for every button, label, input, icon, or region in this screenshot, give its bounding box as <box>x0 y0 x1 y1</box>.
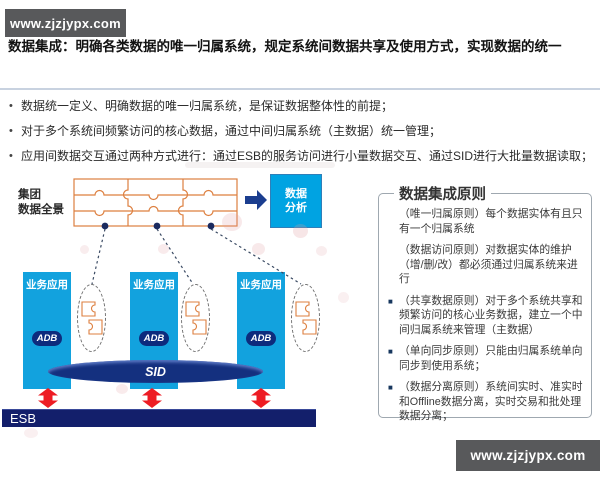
watermark-blob <box>252 243 265 255</box>
bullet-dot: ■ <box>388 383 393 392</box>
principle-item: ■ （数据分离原则）系统间实时、准实时和Offline数据分离，实时交易和批处理… <box>388 381 583 422</box>
app-box-label: 业务应用 <box>133 279 175 291</box>
page-title: 数据集成：明确各类数据的唯一归属系统，规定系统间数据共享及使用方式，实现数据的统… <box>8 39 562 54</box>
double-arrow-icon <box>38 388 58 408</box>
esb-bar: ESB <box>2 409 316 427</box>
bullet-spacer <box>388 207 399 236</box>
principle-item: （数据访问原则）对数据实体的维护（增/删/改）都必须通过归属系统来进行 <box>388 243 585 287</box>
puzzle-grid-icon <box>73 178 238 227</box>
watermark-blob <box>338 292 349 303</box>
puzzle-ellipse-1 <box>77 284 106 352</box>
principles-panel-title: 数据集成原则 <box>394 183 491 204</box>
watermark-smudge <box>185 162 335 168</box>
watermark-blob <box>24 428 38 438</box>
arrow-right-icon <box>245 190 267 210</box>
bullet-item: 应用间数据交互通过两种方式进行：通过ESB的服务访问进行小量数据交互、通过SID… <box>8 144 594 169</box>
adb-badge: ADB <box>139 331 169 346</box>
double-arrow-icon <box>142 388 162 408</box>
principle-item: （唯一归属原则）每个数据实体有且只有一个归属系统 <box>388 207 585 236</box>
puzzle-piece-icon <box>184 301 200 317</box>
adb-badge: ADB <box>32 331 62 346</box>
bullet-spacer <box>388 243 399 287</box>
watermark-blob <box>222 213 242 231</box>
double-arrow-icon <box>251 388 271 408</box>
watermark-text: www.zjzjypx.com <box>470 448 586 463</box>
watermark-blob <box>116 384 128 394</box>
puzzle-piece-icon <box>294 301 310 317</box>
sid-ellipse: SID <box>48 360 263 383</box>
puzzle-piece-icon <box>87 319 103 335</box>
watermark-blob <box>316 246 327 256</box>
bullet-dot: ■ <box>388 296 393 306</box>
puzzle-piece-icon <box>301 319 317 335</box>
puzzle-piece-icon <box>191 319 207 335</box>
puzzle-piece-icon <box>80 301 96 317</box>
app-box-label: 业务应用 <box>240 279 282 291</box>
bullet-item: 数据统一定义、明确数据的唯一归属系统，是保证数据整体性的前提； <box>8 94 594 119</box>
watermark-blob <box>158 244 169 254</box>
summary-bullet-list: 数据统一定义、明确数据的唯一归属系统，是保证数据整体性的前提； 对于多个系统间频… <box>8 94 594 169</box>
principles-panel: 数据集成原则 （唯一归属原则）每个数据实体有且只有一个归属系统 （数据访问原则）… <box>378 183 592 422</box>
group-data-panorama-label: 集团 数据全景 <box>18 189 64 216</box>
principle-item: ■ （单向同步原则）只能由归属系统单向同步到使用系统； <box>388 345 583 372</box>
watermark-blob <box>293 224 308 238</box>
bullet-item: 对于多个系统间频繁访问的核心数据，通过中间归属系统（主数据）统一管理； <box>8 119 594 144</box>
principle-item: ■ （共享数据原则）对于多个系统共享和频繁访问的核心业务数据，建立一个中间归属系… <box>388 294 583 336</box>
app-box-label: 业务应用 <box>26 279 68 291</box>
puzzle-ellipse-2 <box>181 284 210 352</box>
business-app-box-1: 业务应用 ADB <box>23 272 71 389</box>
watermark-badge-top: www.zjzjypx.com <box>5 9 126 37</box>
watermark-badge-bottom: www.zjzjypx.com <box>456 440 600 471</box>
adb-badge: ADB <box>246 331 276 346</box>
watermark-text: www.zjzjypx.com <box>10 15 121 31</box>
data-analysis-box: 数据 分析 <box>270 174 322 228</box>
watermark-blob <box>80 245 89 254</box>
title-divider <box>0 88 600 90</box>
bullet-dot: ■ <box>388 347 393 356</box>
puzzle-ellipse-3 <box>291 284 320 352</box>
